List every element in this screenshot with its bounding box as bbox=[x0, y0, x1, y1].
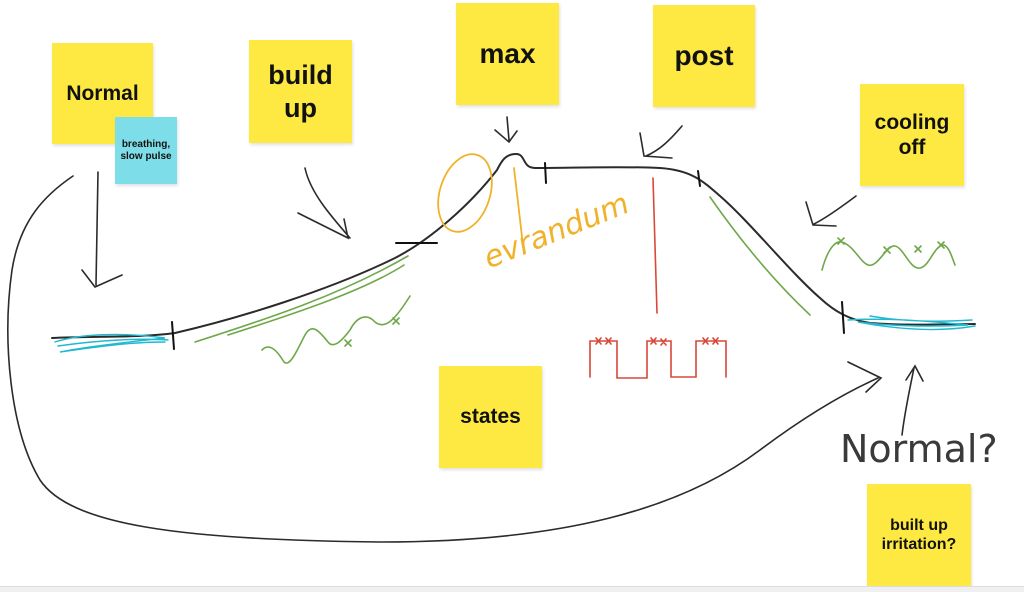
post-pulses bbox=[589, 177, 727, 379]
calm-scribbles bbox=[54, 315, 976, 353]
return-loop-curve bbox=[7, 175, 879, 543]
note-post-text: post bbox=[674, 40, 734, 72]
note-breathing-slow-pulse[interactable]: breathing, slow pulse bbox=[115, 117, 177, 184]
note-post[interactable]: post bbox=[653, 5, 755, 107]
calm-scribble-start bbox=[54, 333, 169, 353]
note-cooling-off[interactable]: cooling off bbox=[860, 84, 964, 186]
breathing-waves bbox=[194, 196, 956, 364]
state-curve bbox=[51, 152, 976, 339]
arrow-normal bbox=[81, 171, 123, 288]
arrow-max bbox=[494, 116, 518, 144]
note-max-text: max bbox=[479, 38, 536, 70]
separator-normal-buildup bbox=[171, 321, 175, 350]
buildup-wave bbox=[261, 295, 411, 364]
post-pulse-marks bbox=[595, 337, 719, 346]
cooling-trend-line bbox=[709, 196, 811, 316]
separator-max-post bbox=[544, 162, 547, 184]
separator-cooling-normal bbox=[841, 301, 845, 334]
note-cooling-off-text: cooling off bbox=[874, 110, 950, 159]
post-pulse-pointer bbox=[652, 177, 658, 314]
cooling-wave-marks bbox=[344, 237, 945, 347]
post-pulse-wave bbox=[589, 340, 727, 379]
separator-post-cooling bbox=[697, 170, 701, 187]
note-arrows bbox=[81, 116, 857, 288]
note-states-text: states bbox=[460, 405, 521, 429]
note-built-up-irritation[interactable]: built up irritation? bbox=[867, 484, 971, 586]
stage-separators bbox=[171, 162, 845, 350]
buildup-trend-lines bbox=[194, 255, 409, 343]
max-highlight-circle bbox=[437, 153, 493, 233]
arrow-to-end bbox=[901, 364, 924, 436]
note-breathing-text: breathing, slow pulse bbox=[120, 138, 172, 162]
arrow-buildup bbox=[297, 167, 351, 240]
return-loop-arrowhead bbox=[847, 361, 883, 393]
arrow-post bbox=[639, 125, 683, 159]
note-states[interactable]: states bbox=[439, 366, 542, 468]
note-built-up-irritation-text: built up irritation? bbox=[881, 516, 957, 553]
note-build-up[interactable]: build up bbox=[249, 40, 352, 143]
arrow-cooling bbox=[805, 195, 857, 227]
evrandum-pointer bbox=[513, 167, 525, 255]
note-build-up-text: build up bbox=[268, 60, 333, 123]
note-max[interactable]: max bbox=[456, 3, 559, 105]
return-loop bbox=[7, 175, 924, 543]
handwritten-normal-question: Normal? bbox=[840, 427, 998, 471]
bottom-scrollbar-track[interactable] bbox=[0, 586, 1024, 592]
calm-scribble-end bbox=[847, 315, 976, 331]
note-normal-text: Normal bbox=[66, 81, 139, 105]
cooling-wave bbox=[821, 241, 956, 271]
